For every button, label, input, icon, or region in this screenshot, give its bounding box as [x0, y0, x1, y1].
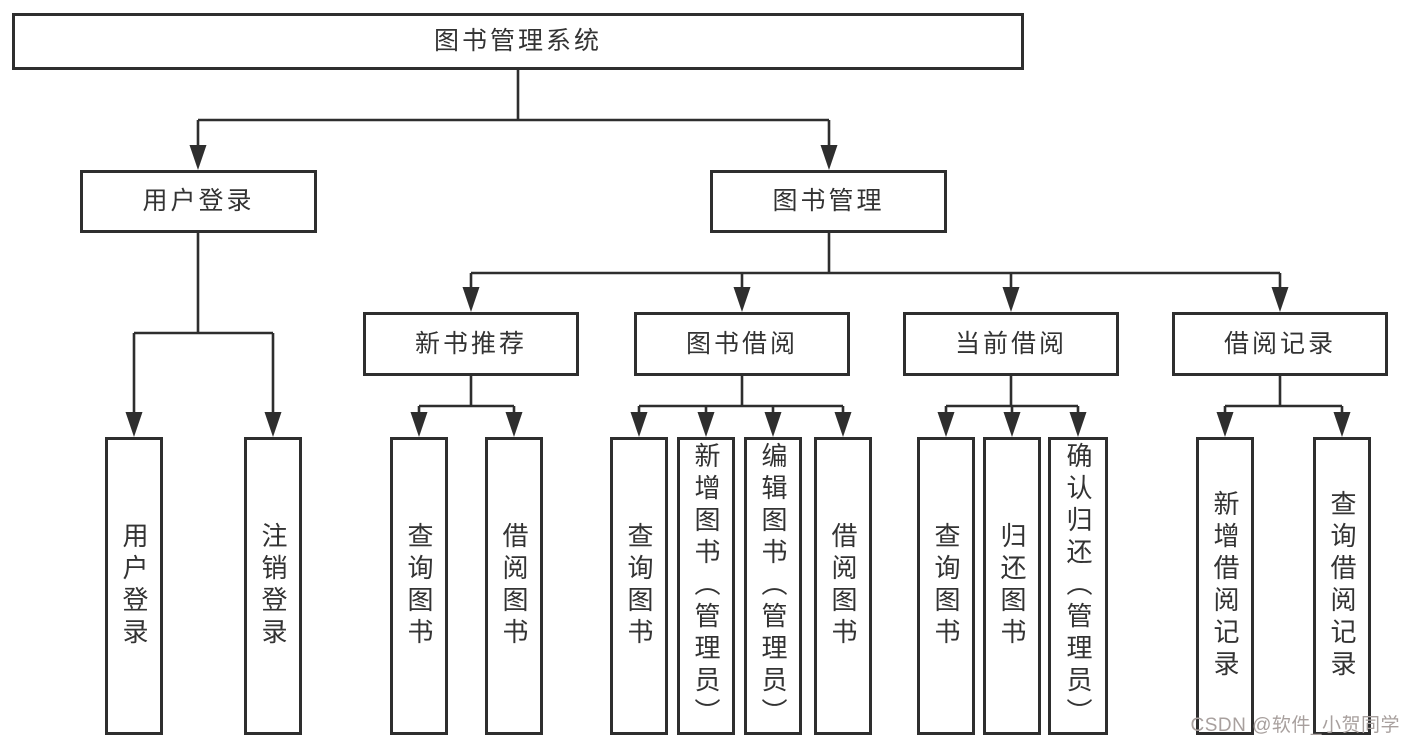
node-leaf-user-login-label: 用户登录: [119, 522, 149, 650]
node-borrow-records: 借阅记录: [1172, 312, 1388, 376]
node-book-borrow: 图书借阅: [634, 312, 850, 376]
node-leaf-return-books: 归还图书: [983, 437, 1041, 735]
node-leaf-query-books-borrow: 查询图书: [610, 437, 668, 735]
connector-current-to-leaves: [937, 376, 1087, 437]
node-leaf-query-books-current-label: 查询图书: [931, 522, 961, 650]
node-leaf-borrow-books: 借阅图书: [814, 437, 872, 735]
node-leaf-borrow-books-label: 借阅图书: [828, 522, 858, 650]
node-leaf-add-books-admin: 新增图书（管理员）: [677, 437, 735, 735]
node-library-system-label: 图书管理系统: [433, 27, 602, 55]
node-leaf-query-borrow-record: 查询借阅记录: [1313, 437, 1371, 735]
connector-login-to-leaves: [125, 233, 282, 437]
node-new-book-recommend-label: 新书推荐: [414, 329, 527, 358]
node-book-management: 图书管理: [710, 170, 947, 233]
node-leaf-confirm-return-admin-label: 确认归还（管理员）: [1063, 442, 1093, 730]
node-leaf-edit-books-admin-label: 编辑图书（管理员）: [758, 442, 788, 730]
node-leaf-query-books-borrow-label: 查询图书: [624, 522, 654, 650]
node-leaf-user-login: 用户登录: [105, 437, 163, 735]
node-leaf-query-books-recommend-label: 查询图书: [404, 522, 434, 650]
node-new-book-recommend: 新书推荐: [363, 312, 579, 376]
node-current-borrow: 当前借阅: [903, 312, 1119, 376]
node-leaf-query-books-recommend: 查询图书: [390, 437, 448, 735]
node-book-management-label: 图书管理: [772, 187, 885, 215]
connector-borrow-to-leaves: [630, 376, 852, 437]
node-leaf-add-borrow-record: 新增借阅记录: [1196, 437, 1254, 735]
node-leaf-add-books-admin-label: 新增图书（管理员）: [691, 442, 721, 730]
connector-bookmgmt-to-level2: [462, 233, 1289, 312]
node-borrow-records-label: 借阅记录: [1223, 329, 1336, 358]
csdn-watermark: CSDN @软件_小贺同学: [1190, 715, 1400, 736]
node-leaf-borrow-books-recommend: 借阅图书: [485, 437, 543, 735]
node-current-borrow-label: 当前借阅: [954, 329, 1067, 358]
node-leaf-query-borrow-record-label: 查询借阅记录: [1327, 490, 1357, 682]
node-leaf-logout-label: 注销登录: [258, 522, 288, 650]
node-leaf-return-books-label: 归还图书: [997, 522, 1027, 650]
connector-records-to-leaves: [1216, 376, 1351, 437]
node-leaf-edit-books-admin: 编辑图书（管理员）: [744, 437, 802, 735]
node-library-system: 图书管理系统: [12, 13, 1024, 70]
node-leaf-add-borrow-record-label: 新增借阅记录: [1210, 490, 1240, 682]
node-user-login-label: 用户登录: [142, 187, 255, 215]
node-user-login: 用户登录: [80, 170, 317, 233]
node-leaf-confirm-return-admin: 确认归还（管理员）: [1048, 437, 1108, 735]
node-leaf-logout: 注销登录: [244, 437, 302, 735]
node-leaf-borrow-books-recommend-label: 借阅图书: [499, 522, 529, 650]
node-leaf-query-books-current: 查询图书: [917, 437, 975, 735]
connector-root-to-level1: [189, 70, 838, 170]
connector-recommend-to-leaves: [410, 376, 523, 437]
node-book-borrow-label: 图书借阅: [685, 329, 798, 358]
